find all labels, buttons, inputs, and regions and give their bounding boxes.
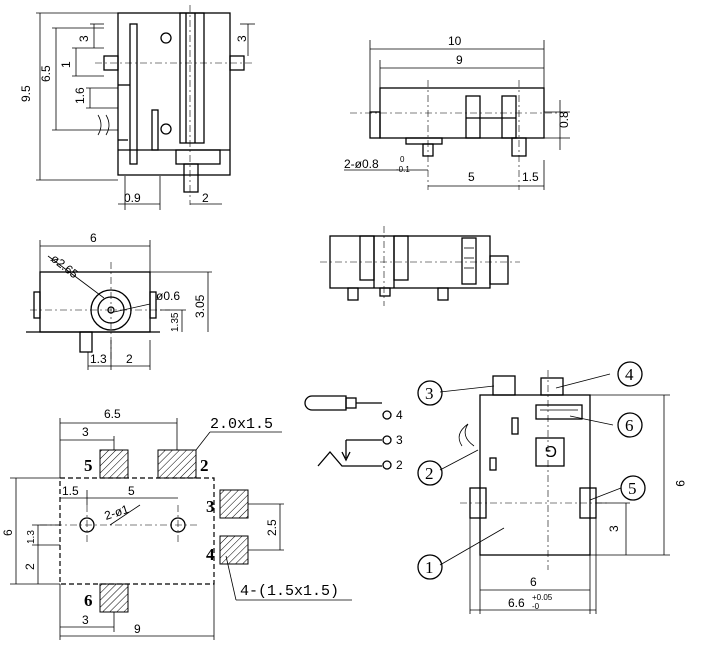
iso-callout-6: 6 (625, 416, 634, 435)
top-dim-tol-up: 0 (400, 155, 405, 164)
side-dim-3-right: 3 (235, 35, 249, 42)
side-dim-1: 1 (59, 61, 73, 68)
top-dim-hole: 2-ø0.8 (344, 157, 379, 171)
schem-pin-2: 2 (396, 458, 403, 472)
side-dim-2: 2 (202, 191, 209, 205)
side-dim-1-6: 1.6 (73, 87, 87, 104)
fp-pad-label-6: 6 (84, 591, 93, 610)
iso-view (417, 361, 670, 614)
front-dim-1-35: 1.35 (170, 312, 181, 332)
fp-dim-6-5: 6.5 (104, 407, 121, 421)
front-dim-6: 6 (90, 231, 97, 245)
iso-callout-5: 5 (628, 479, 637, 498)
pad-3 (219, 489, 249, 519)
fp-pad-label-2: 2 (200, 456, 209, 475)
iso-tol-dn: -0 (532, 602, 540, 611)
fp-pad-label-5: 5 (84, 456, 93, 475)
footprint-view (10, 418, 352, 640)
top-dim-0-8: 0.8 (557, 111, 571, 128)
iso-dim-9: 9 (673, 480, 687, 487)
iso-callout-1: 1 (425, 558, 434, 577)
top-dim-5: 5 (468, 170, 475, 184)
schem-pin-4: 4 (396, 408, 403, 422)
pad-5 (99, 449, 129, 479)
fp-note-small-pad: 4-(1.5x1.5) (240, 583, 339, 600)
side-view (36, 5, 255, 210)
fp-dim-3-bot: 3 (82, 613, 89, 627)
front-dim-3-05: 3.05 (193, 294, 207, 318)
front-dim-2: 2 (126, 352, 133, 366)
fp-dim-1-3: 1.3 (26, 530, 37, 544)
fp-dim-6: 6 (1, 529, 15, 536)
fp-dim-2: 2 (23, 563, 37, 570)
pad-6 (99, 583, 129, 613)
pad-2 (157, 449, 197, 479)
fp-dim-holes: 2-ø1 (103, 502, 131, 523)
fp-dim-9: 9 (134, 622, 141, 636)
top-view (344, 40, 570, 190)
fp-dim-2-5: 2.5 (265, 519, 279, 536)
fp-pad-label-3: 3 (206, 497, 215, 516)
front-dim-dia06: ø0.6 (156, 289, 180, 303)
front-view (26, 240, 212, 370)
side-dim-3-left: 3 (77, 35, 91, 42)
fp-dim-3-top: 3 (82, 425, 89, 439)
side-dim-9-5: 9.5 (19, 85, 33, 102)
top-dim-tol-dn: -0.1 (396, 165, 410, 174)
fp-pad-label-4: 4 (206, 545, 215, 564)
front-dim-1-3: 1.3 (90, 352, 107, 366)
iso-callout-4: 4 (625, 365, 634, 384)
fp-dim-5: 5 (128, 484, 135, 498)
side-dim-6-5: 6.5 (39, 65, 53, 82)
iso-dim-6-6: 6.6 (508, 596, 525, 610)
iso-mark-g: G (545, 442, 557, 459)
iso-dim-6: 6 (530, 575, 537, 589)
iso-callout-3: 3 (425, 384, 434, 403)
schematic (304, 395, 392, 470)
iso-dim-3: 3 (607, 525, 621, 532)
top-dim-1-5: 1.5 (522, 170, 539, 184)
fp-dim-1-5: 1.5 (62, 484, 79, 498)
fp-note-big-pad: 2.0x1.5 (210, 416, 273, 433)
iso-callout-2: 2 (425, 464, 434, 483)
top-dim-10: 10 (448, 34, 462, 48)
pad-4 (219, 535, 249, 565)
iso-tol-up: +0.05 (532, 593, 553, 602)
schem-pin-3: 3 (396, 433, 403, 447)
top-dim-9: 9 (456, 53, 463, 67)
rear-view (320, 226, 520, 306)
side-dim-0-9: 0.9 (124, 191, 141, 205)
